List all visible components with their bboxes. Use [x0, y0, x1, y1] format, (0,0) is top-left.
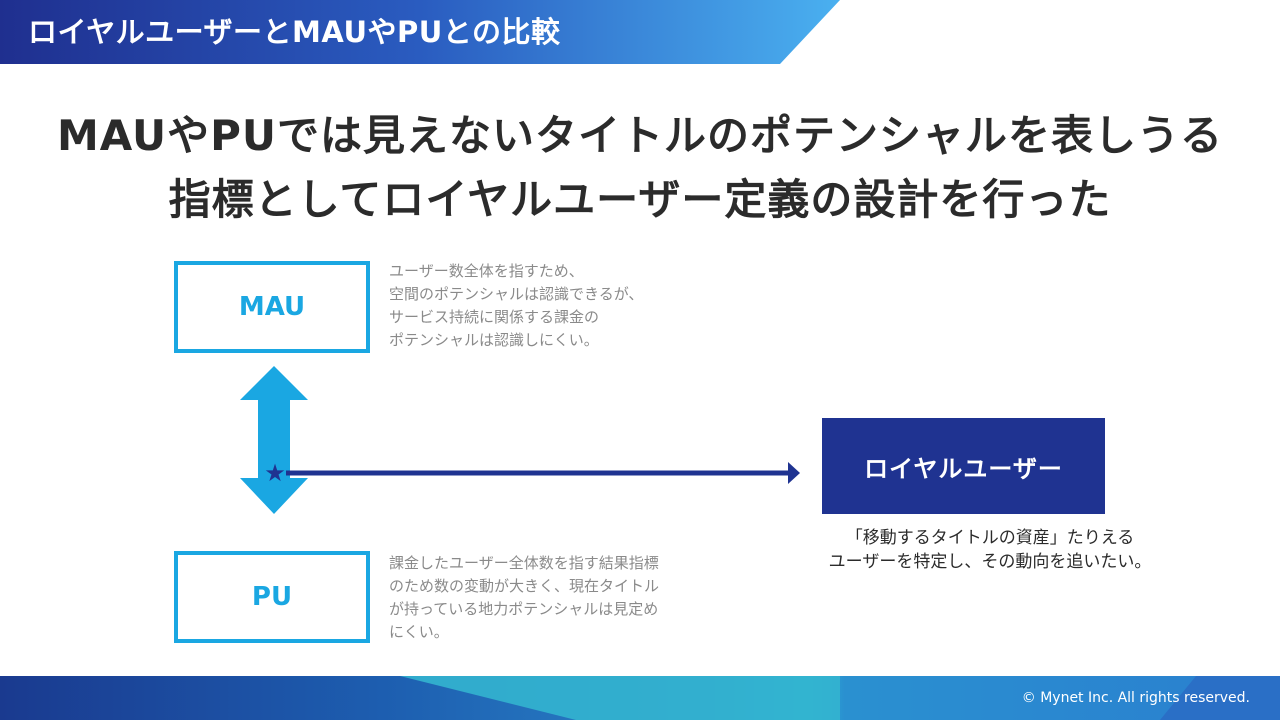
copyright: © Mynet Inc. All rights reserved. [1021, 690, 1250, 706]
royal-user-label: ロイヤルユーザー [864, 454, 1063, 483]
star-icon: ★ [264, 459, 286, 487]
pu-description: 課金したユーザー全体数を指す結果指標 のため数の変動が大きく、現在タイトル が持… [389, 552, 659, 644]
mau-description: ユーザー数全体を指すため、 空間のポテンシャルは認識できるが、 サービス持続に関… [389, 260, 643, 352]
pu-desc-line: 課金したユーザー全体数を指す結果指標 [389, 554, 659, 572]
royal-user-box: ロイヤルユーザー [822, 418, 1105, 514]
pu-desc-line: にくい。 [389, 623, 449, 641]
headline-line-2: 指標としてロイヤルユーザー定義の設計を行った [168, 175, 1112, 224]
pu-label: PU [251, 582, 293, 612]
headline: MAUやPUでは見えないタイトルのポテンシャルを表しうる 指標としてロイヤルユー… [0, 104, 1280, 232]
royal-caption-line: ユーザーを特定し、その動向を追いたい。 [828, 552, 1152, 572]
header-banner [0, 0, 840, 64]
pu-desc-line: が持っている地力ポテンシャルは見定め [389, 600, 659, 618]
pu-desc-line: のため数の変動が大きく、現在タイトル [389, 577, 660, 595]
mau-box: MAU [174, 261, 370, 353]
mau-desc-line: ユーザー数全体を指すため、 [389, 262, 584, 280]
mau-label: MAU [238, 292, 306, 322]
double-arrow [240, 366, 308, 514]
mau-desc-line: 空間のポテンシャルは認識できるが、 [389, 285, 644, 303]
slide-title: ロイヤルユーザーとMAUやPUとの比較 [28, 15, 561, 49]
royal-caption-line: 「移動するタイトルの資産」たりえる [845, 528, 1135, 548]
headline-line-1: MAUやPUでは見えないタイトルのポテンシャルを表しうる [56, 111, 1223, 160]
horizontal-arrow-head [788, 462, 800, 484]
royal-user-caption: 「移動するタイトルの資産」たりえる ユーザーを特定し、その動向を追いたい。 [790, 526, 1190, 574]
mau-desc-line: ポテンシャルは認識しにくい。 [389, 331, 599, 349]
mau-desc-line: サービス持続に関係する課金の [389, 308, 600, 326]
pu-box: PU [174, 551, 370, 643]
